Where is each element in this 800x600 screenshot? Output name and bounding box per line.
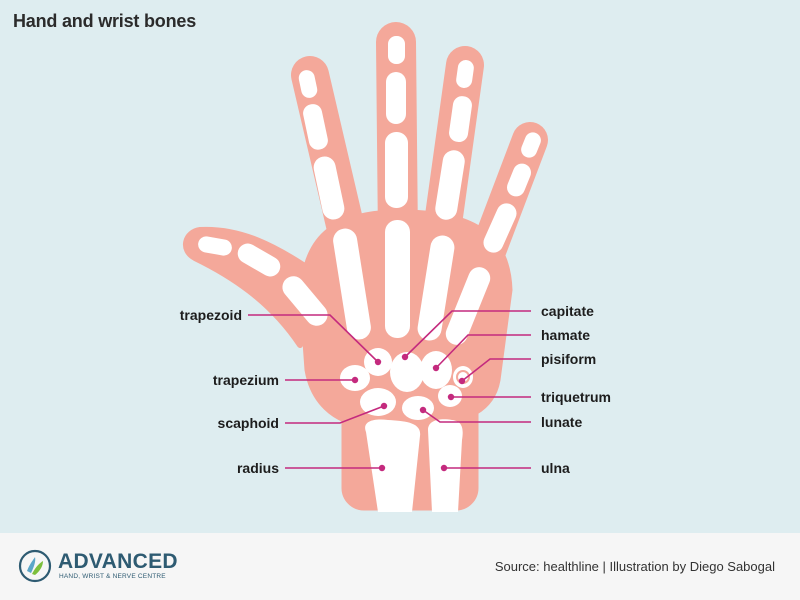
advanced-logo: ADVANCED HAND, WRIST & NERVE CENTRE — [18, 547, 178, 587]
leader-pisiform — [461, 358, 531, 382]
label-pisiform: pisiform — [541, 351, 596, 367]
ring-distal-bone — [456, 60, 474, 88]
middle-metacarpal-bone — [385, 220, 410, 338]
label-trapezium: trapezium — [213, 372, 279, 388]
index-metacarpal-bone — [333, 228, 371, 340]
label-lunate: lunate — [541, 414, 582, 430]
ring-metacarpal-bone — [417, 235, 455, 341]
radius-bone — [365, 419, 421, 512]
index-middle-bone — [303, 104, 328, 150]
logo-name: ADVANCED — [58, 550, 178, 573]
pinky-distal-bone — [521, 132, 541, 158]
pinky-proximal-bone — [483, 203, 517, 253]
pinky-metacarpal-bone — [445, 267, 491, 345]
leader-dots — [351, 353, 466, 472]
ring-middle-bone — [449, 96, 472, 143]
leader-lunate — [422, 409, 531, 423]
index-distal-bone — [298, 70, 318, 98]
leader-scaphoid — [285, 405, 385, 424]
label-radius: radius — [237, 460, 279, 476]
pisiform-bone — [453, 366, 473, 388]
source-credit: Source: healthline | Illustration by Die… — [494, 559, 775, 574]
middle-middle-bone — [386, 72, 406, 124]
diagram-title: Hand and wrist bones — [13, 11, 197, 31]
label-ulna: ulna — [541, 460, 570, 476]
label-scaphoid: scaphoid — [218, 415, 279, 431]
label-hamate: hamate — [541, 327, 590, 343]
leader-hamate — [435, 334, 531, 369]
leader-trapezoid — [248, 314, 379, 363]
leader-capitate — [404, 310, 531, 358]
label-capitate: capitate — [541, 303, 594, 319]
capitate-bone — [390, 352, 424, 392]
thumb-distal-bone — [198, 236, 232, 256]
middle-distal-bone — [388, 36, 405, 64]
pinky-middle-bone — [507, 163, 531, 197]
label-triquetrum: triquetrum — [541, 389, 611, 405]
logo-emblem-icon — [18, 549, 52, 583]
ring-proximal-bone — [435, 150, 465, 220]
scaphoid-bone — [360, 388, 396, 416]
lunate-bone — [402, 396, 434, 420]
footer-bar: ADVANCED HAND, WRIST & NERVE CENTRE Sour… — [0, 533, 800, 600]
logo-subtitle: HAND, WRIST & NERVE CENTRE — [59, 573, 166, 580]
middle-proximal-bone — [385, 132, 408, 208]
leader-lines — [248, 310, 531, 469]
thumb-proximal-bone — [237, 243, 281, 277]
thumb-metacarpal-bone — [282, 276, 328, 326]
label-trapezoid: trapezoid — [180, 307, 242, 323]
index-proximal-bone — [313, 156, 345, 220]
